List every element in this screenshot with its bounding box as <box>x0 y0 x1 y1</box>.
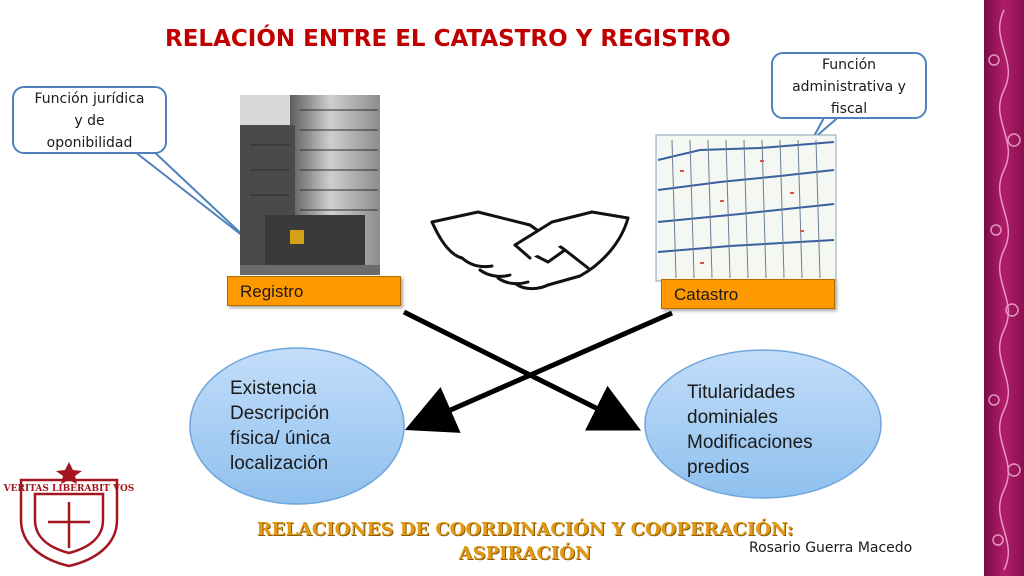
ellipse-right <box>644 349 882 499</box>
slide-title: RELACIÓN ENTRE EL CATASTRO Y REGISTRO <box>165 26 731 52</box>
ellipse-right-line-3: Modificaciones <box>687 432 813 453</box>
footer-line-2: ASPIRACIÓN <box>458 543 592 564</box>
label-registro: Registro <box>227 276 401 306</box>
callout-juridica: Función jurídica y de oponibilidad <box>12 86 167 154</box>
callout-administrativa-line-2: administrativa y <box>792 79 906 95</box>
callout-administrativa: Función administrativa y fiscal <box>771 52 927 119</box>
author-name: Rosario Guerra Macedo <box>749 540 913 556</box>
callout-administrativa-line-3: fiscal <box>830 101 868 117</box>
building-photo <box>240 95 380 275</box>
ellipse-left <box>189 347 405 505</box>
callout-left-pointer <box>127 147 249 241</box>
ellipse-left-line-1: Existencia <box>230 378 317 399</box>
ellipse-left-line-3: física/ única <box>230 428 331 449</box>
arrow-to-right-ellipse <box>402 309 641 431</box>
callout-administrativa-line-1: Función <box>821 57 877 73</box>
ellipse-right-text: Titularidades dominiales Modificaciones … <box>687 380 857 480</box>
university-logo <box>19 462 119 568</box>
label-catastro: Catastro <box>661 279 835 309</box>
decorative-side-band <box>984 0 1024 576</box>
logo-text: VERITAS LIBERABIT VOS <box>3 484 135 494</box>
ellipse-left-line-2: Descripción <box>230 403 330 424</box>
callout-juridica-line-3: oponibilidad <box>46 135 133 151</box>
handshake-icon <box>430 210 630 291</box>
ellipse-left-line-4: localización <box>230 453 329 474</box>
ellipse-left-text: Existencia Descripción física/ única loc… <box>230 376 390 476</box>
ellipse-right-line-2: dominiales <box>687 407 778 428</box>
arrow-to-left-ellipse <box>404 310 674 433</box>
ellipse-right-line-4: predios <box>687 457 750 478</box>
footer-heading: RELACIONES DE COORDINACIÓN Y COOPERACIÓN… <box>210 518 840 566</box>
callout-juridica-line-1: Función jurídica <box>34 91 145 107</box>
footer-line-1: RELACIONES DE COORDINACIÓN Y COOPERACIÓN… <box>256 519 794 540</box>
ellipse-right-line-1: Titularidades <box>687 382 796 403</box>
cadastral-map <box>655 134 837 282</box>
callout-juridica-line-2: y de <box>74 113 105 129</box>
